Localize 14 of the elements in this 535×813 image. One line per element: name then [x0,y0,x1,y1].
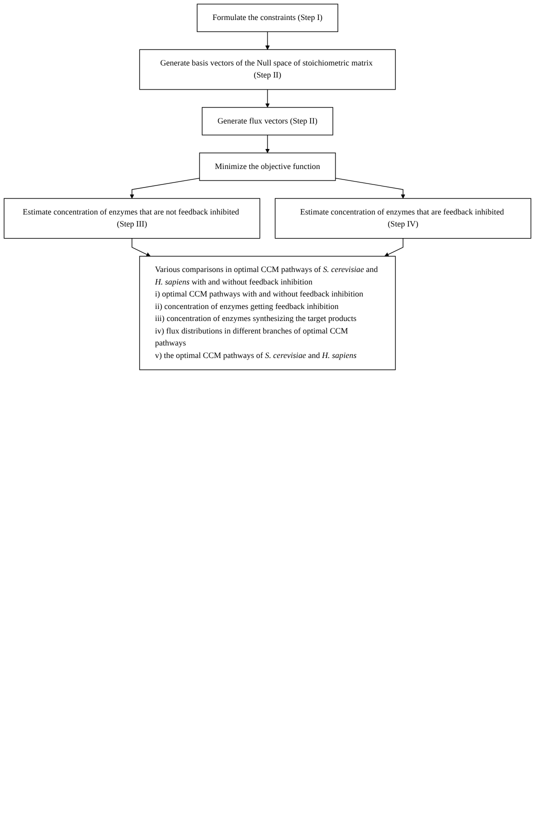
node-box: Generate basis vectors of the Null space of stoichiometric matrix (Step II) [139,49,396,90]
arrow [265,89,270,108]
node-box: Generate flux vectors (Step II) [202,107,334,136]
node-box: Estimate concentration of enzymes that are not feedback inhibited (Step III) [4,198,260,239]
arrow [265,31,270,50]
arrow [335,178,406,199]
node-box: Minimize the objective function [199,152,336,181]
arrow [265,134,270,154]
node-box: Estimate concentration of enzymes that are feedback inhibited (Step IV) [274,198,532,239]
arrow [132,238,151,256]
arrow [130,178,200,199]
arrow [384,238,404,256]
node-box: Formulate the constraints (Step I) [196,4,338,32]
node-box: Various comparisons in optimal CCM pathways of S. cerevisiae and H. sapiens with and without feedback inhibition i) optimal CCM pathways with and without feedback inhibition ii) concentration of enzymes getting feedback inhibition iii) concentration of enzymes synthesizing the target products iv) flux distributions in different branches of optimal CCM pathways v) the optimal CCM pathways of S. cerevisiae and H. sapiens [139,256,396,370]
